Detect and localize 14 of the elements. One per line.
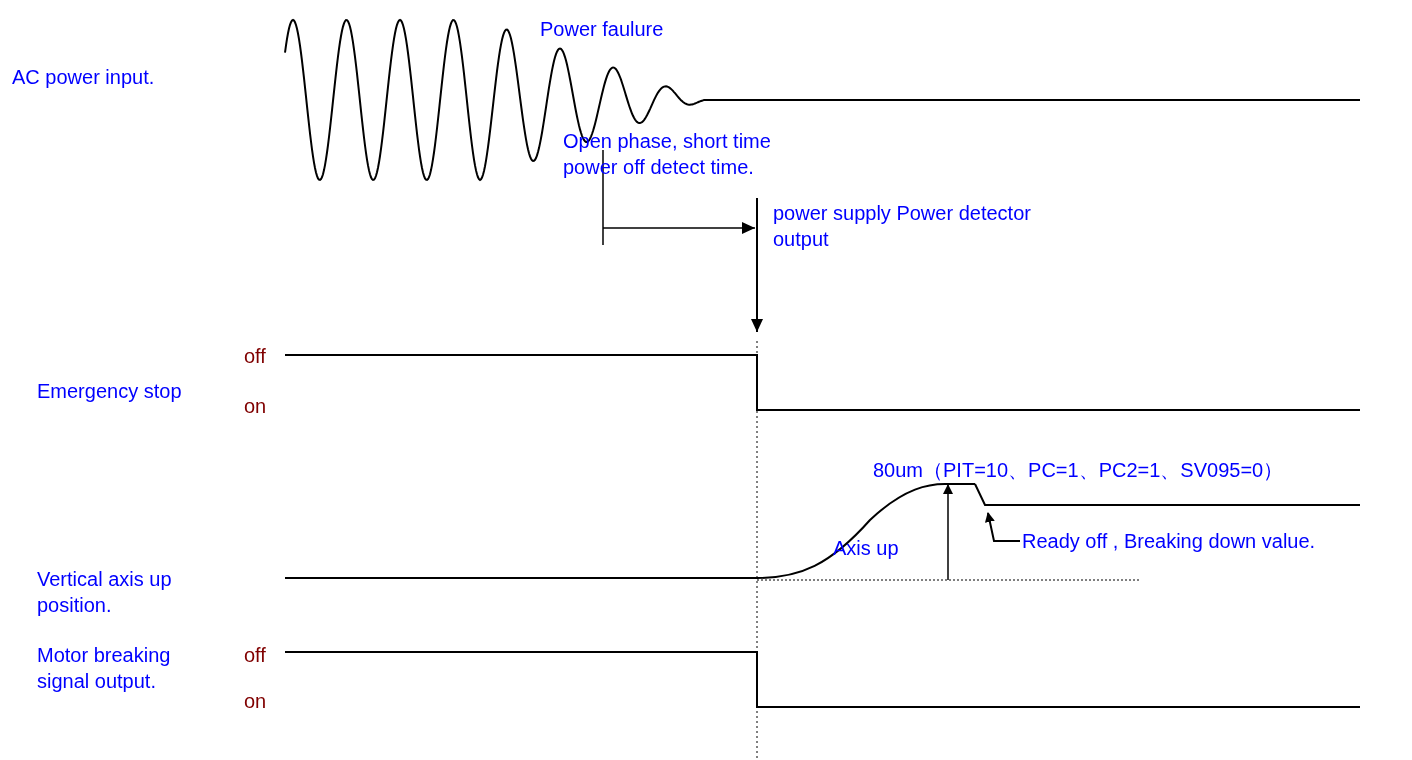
signal-name: Vertical axis up position. <box>37 567 173 618</box>
state-label: off <box>244 344 266 369</box>
callout-text: Ready off , Breaking down value. <box>1022 528 1316 554</box>
value-label: 80um（PIT=10、PC=1、PC2=1、SV095=0） <box>873 458 1284 483</box>
event-label: Power faulure <box>540 17 664 42</box>
state-label: on <box>244 689 267 714</box>
curve-drop <box>974 483 996 506</box>
state-label: off <box>244 643 266 668</box>
signal-name: Motor breaking signal output. <box>37 643 172 694</box>
state-label: on <box>244 394 267 419</box>
leader-line <box>985 512 1021 542</box>
signal-note: power supply Power detector output <box>773 201 1032 252</box>
signal-name: Emergency stop <box>37 379 183 404</box>
signal-name: AC power input. <box>12 65 155 90</box>
